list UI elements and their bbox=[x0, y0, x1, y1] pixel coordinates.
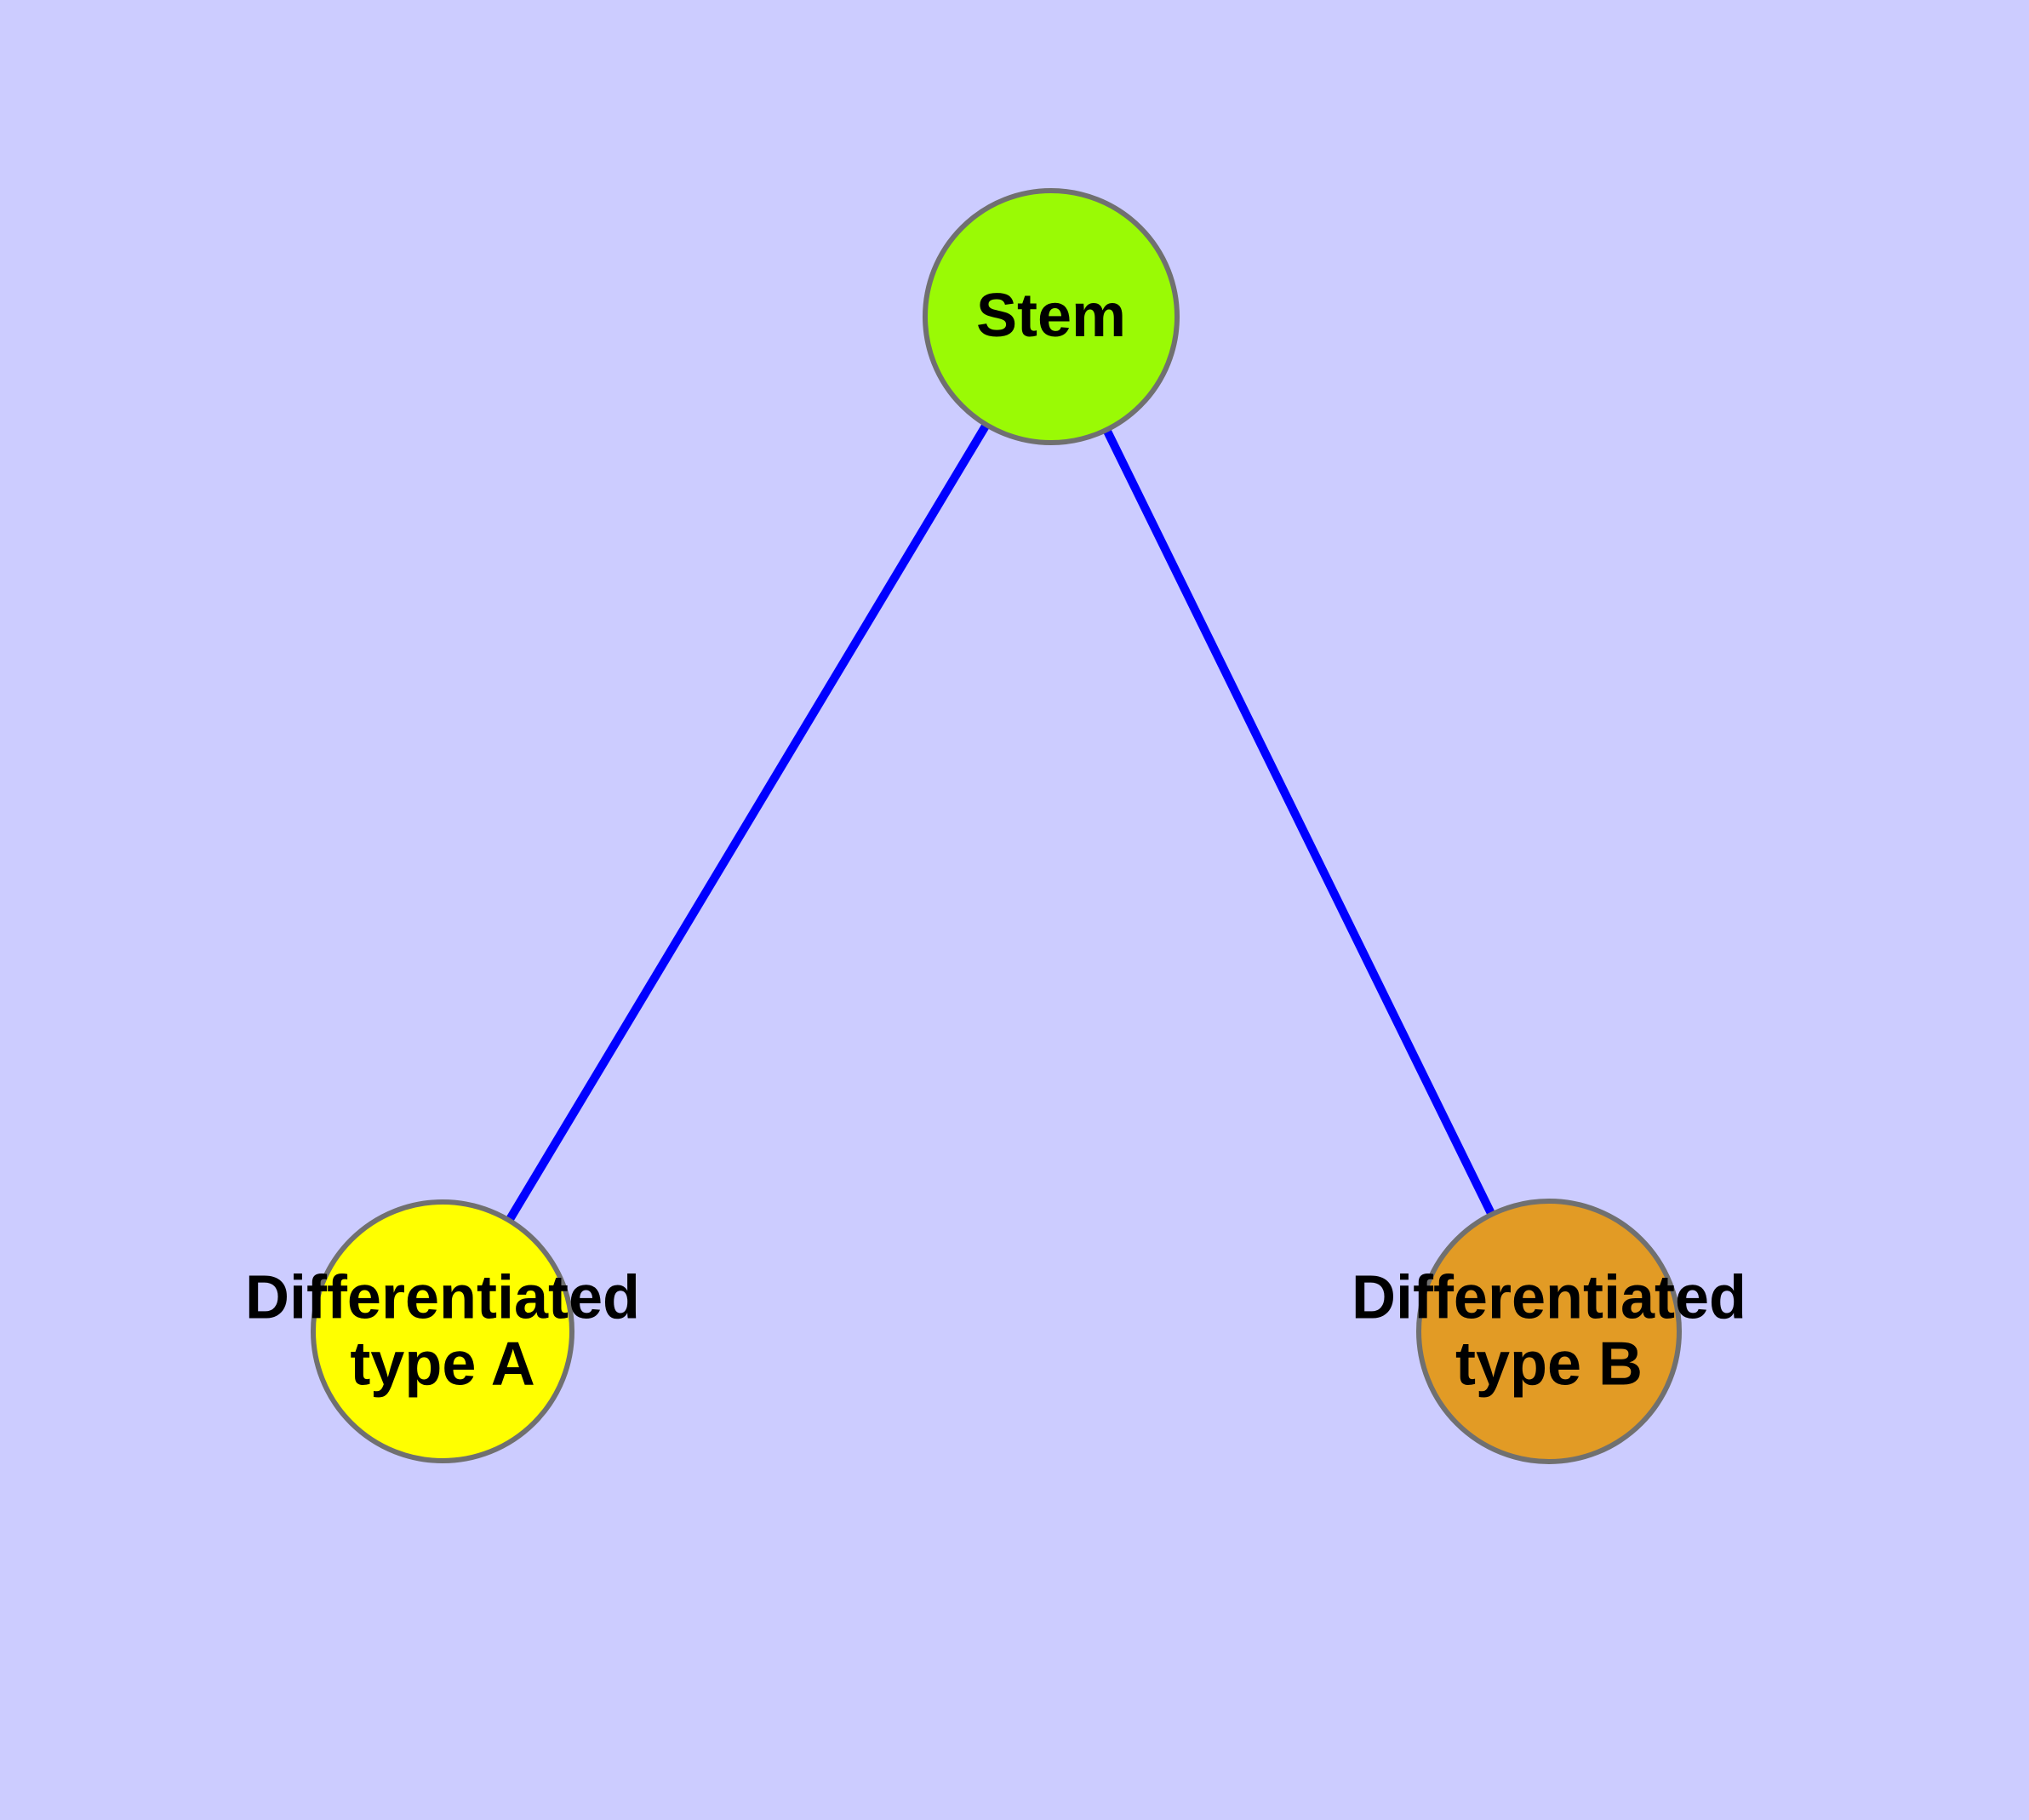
node-circle-stem[interactable] bbox=[923, 188, 1180, 445]
edge-stem-to-diff-a bbox=[438, 314, 1055, 1334]
node-circle-diff_a[interactable] bbox=[311, 1199, 574, 1463]
edge-layer bbox=[438, 314, 1553, 1334]
node-circle-diff_b[interactable] bbox=[1416, 1199, 1682, 1464]
edge-stem-to-diff-b bbox=[1047, 314, 1553, 1334]
node-layer bbox=[311, 188, 1682, 1464]
